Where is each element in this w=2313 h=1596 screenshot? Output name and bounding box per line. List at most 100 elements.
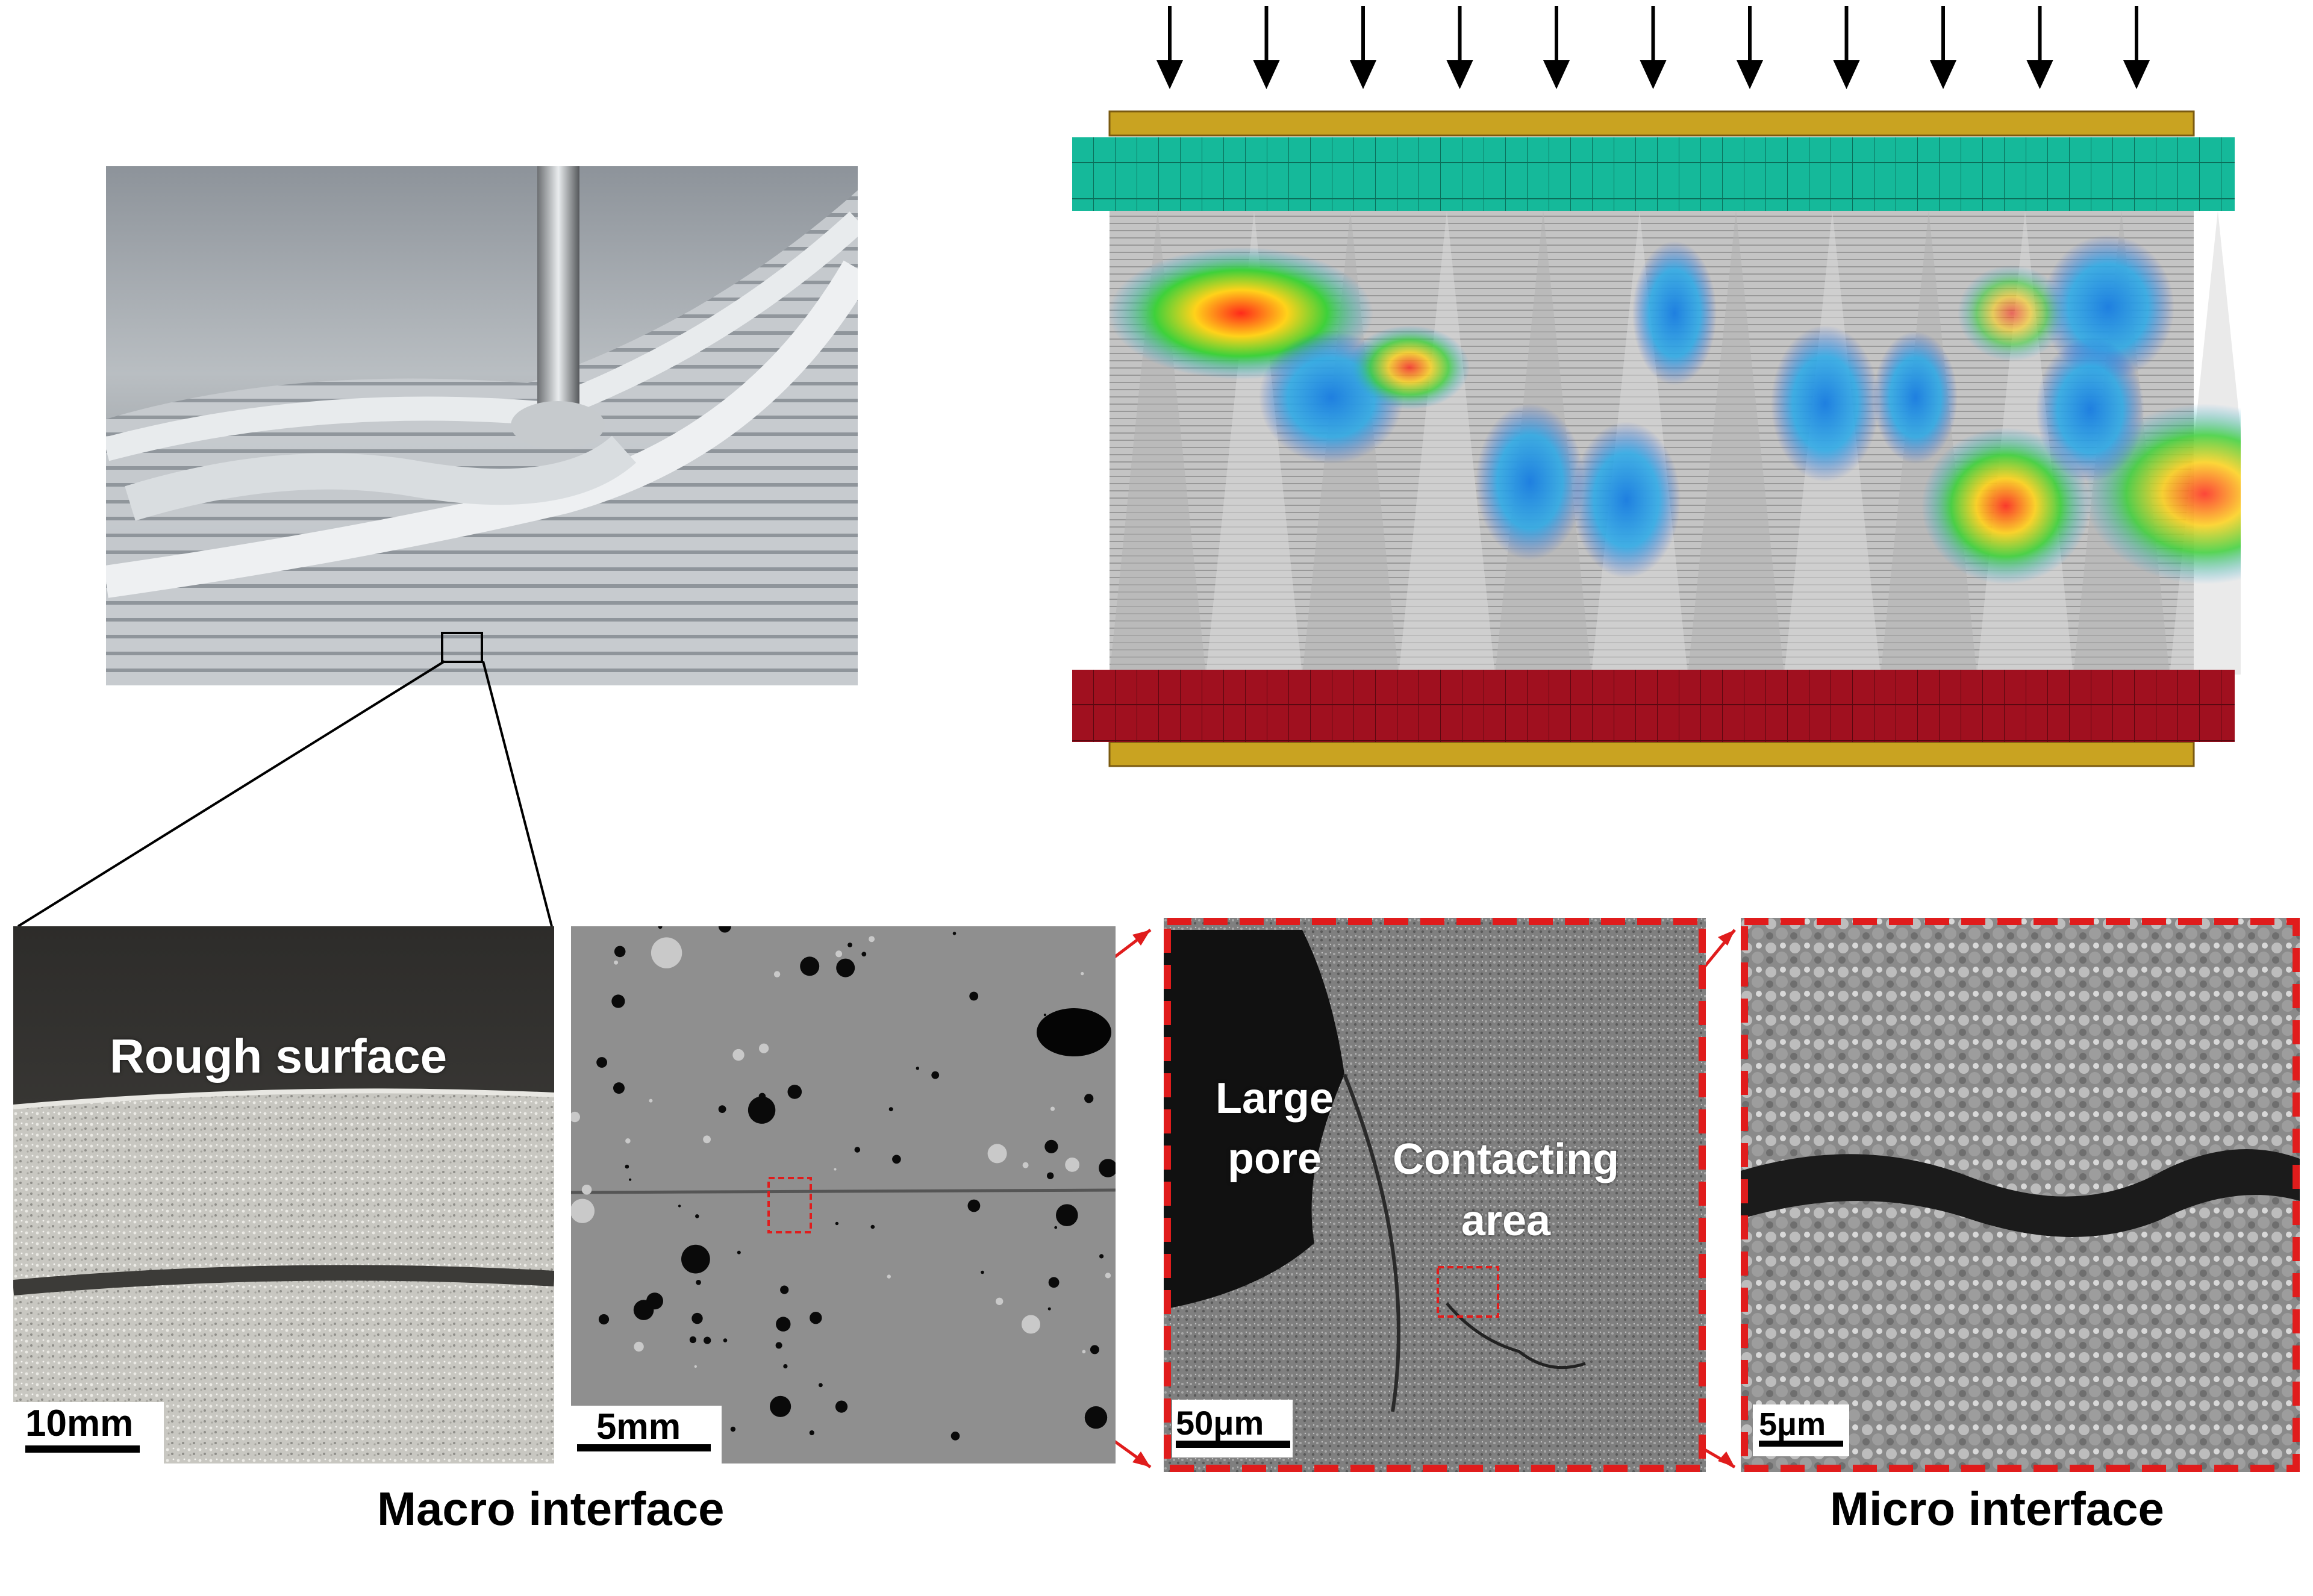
scalebar-50um-bar <box>1176 1441 1290 1448</box>
ct-pore <box>625 1138 631 1144</box>
ct-pore <box>787 1085 802 1099</box>
load-arrow-head <box>1446 60 1473 89</box>
load-arrow-head <box>1253 60 1280 89</box>
ct-pore <box>1048 1277 1060 1288</box>
ct-pore <box>696 1280 701 1285</box>
scalebar-5mm-bar <box>577 1444 711 1451</box>
ct-pore <box>800 956 820 976</box>
ct-pore <box>775 1342 782 1349</box>
ct-pore <box>1056 1204 1078 1226</box>
scalebar-5um-label: 5μm <box>1759 1406 1826 1442</box>
load-arrows <box>1156 6 2150 89</box>
ct-pore <box>770 1395 791 1417</box>
ct-pore <box>1043 1014 1046 1017</box>
ct-pore <box>1090 1345 1099 1354</box>
ct-pore <box>571 1111 580 1123</box>
ct-pore <box>633 1300 654 1320</box>
macro-interface-caption: Macro interface <box>377 1482 725 1535</box>
ct-pore <box>625 1164 629 1169</box>
ct-pore <box>892 1155 901 1164</box>
scalebar-50um-box <box>1172 1400 1293 1457</box>
ct-pore <box>613 1082 625 1094</box>
macro-photo-svg <box>13 926 554 1464</box>
sem-micro-panel: 5μm <box>1741 918 2300 1472</box>
ct-pore <box>689 1336 696 1344</box>
load-arrow-head <box>1737 60 1763 89</box>
ct-pore <box>730 1426 736 1432</box>
load-arrow-head <box>1930 60 1956 89</box>
ct-pore <box>678 1205 681 1208</box>
ct-pore <box>704 1336 711 1344</box>
load-arrow-head <box>2123 60 2150 89</box>
ct-pore <box>1047 1172 1054 1179</box>
ct-pore <box>695 1214 699 1218</box>
printing-photo <box>106 166 858 685</box>
ct-pore <box>629 1178 632 1181</box>
ct-pore <box>718 1105 726 1113</box>
ct-pore <box>987 1144 1007 1164</box>
load-arrow-head <box>1156 60 1183 89</box>
ct-pore <box>1081 971 1084 976</box>
ct-pore <box>854 1147 861 1153</box>
ct-pore <box>681 1244 710 1274</box>
ct-pore <box>835 1400 848 1413</box>
damage-contours <box>1108 235 2241 584</box>
ct-pore <box>718 926 731 933</box>
ct-pore <box>1082 1350 1086 1354</box>
simulation-svg <box>1072 6 2241 767</box>
ct-pore <box>1065 1158 1079 1172</box>
ct-pore <box>1054 1226 1058 1229</box>
ct-pore <box>810 1312 822 1324</box>
rough-surface-label: Rough surface <box>110 1029 448 1083</box>
ct-pore <box>634 1341 644 1352</box>
ct-pore <box>614 946 626 958</box>
ct-pore <box>1084 1094 1094 1103</box>
ct-pore <box>783 1364 788 1369</box>
ct-pore <box>596 1057 607 1068</box>
ct-pore <box>651 937 682 968</box>
ct-pore <box>773 971 781 977</box>
scalebar-5mm-label: 5mm <box>596 1406 681 1447</box>
ct-pore <box>887 1274 891 1279</box>
load-arrow-head <box>1543 60 1570 89</box>
load-arrow-head <box>2026 60 2053 89</box>
ct-pore <box>967 1199 981 1212</box>
lattice-triangle <box>1399 211 1495 675</box>
ct-pore <box>1044 1139 1058 1153</box>
ct-pore <box>819 1383 823 1388</box>
ct-pore <box>581 1185 592 1195</box>
ct-pore <box>916 1067 919 1070</box>
ct-pore <box>952 932 957 935</box>
scalebar-10mm-label: 10mm <box>25 1403 134 1444</box>
sem-contact-svg <box>1164 918 1706 1472</box>
ct-pore <box>835 1221 839 1226</box>
load-arrow-head <box>1833 60 1860 89</box>
lattice-triangle <box>1110 211 1206 675</box>
ct-pore <box>950 1432 960 1441</box>
ct-pore <box>847 943 852 947</box>
simulation-panel <box>1072 0 2241 777</box>
ct-pore <box>658 926 663 929</box>
ct-pore <box>691 1312 703 1324</box>
scalebar-5um-box <box>1753 1404 1849 1456</box>
ct-pore <box>836 958 855 977</box>
ct-pore <box>571 1199 595 1223</box>
sem-micro-svg <box>1741 918 2300 1472</box>
ct-pore <box>861 952 867 957</box>
scalebar-50um-label: 50μm <box>1176 1404 1264 1442</box>
scalebar-10mm-box <box>13 1402 164 1464</box>
ct-pore <box>1084 1406 1108 1429</box>
ct-pore <box>780 1285 789 1294</box>
ct-pore <box>1050 1106 1055 1111</box>
ct-pore <box>737 1250 741 1255</box>
ct-pore <box>759 1043 769 1053</box>
lattice-triangle <box>1206 211 1302 675</box>
lattice-triangle <box>1688 211 1784 675</box>
ct-pore <box>694 1365 697 1368</box>
macro-photo: Rough surface 10mm <box>13 926 554 1464</box>
large-pore-label: Large pore <box>1216 1074 1334 1183</box>
ct-pore <box>1022 1315 1040 1334</box>
ct-pore <box>611 994 625 1008</box>
ct-pore <box>703 1135 711 1144</box>
ct-pore <box>834 1168 837 1171</box>
